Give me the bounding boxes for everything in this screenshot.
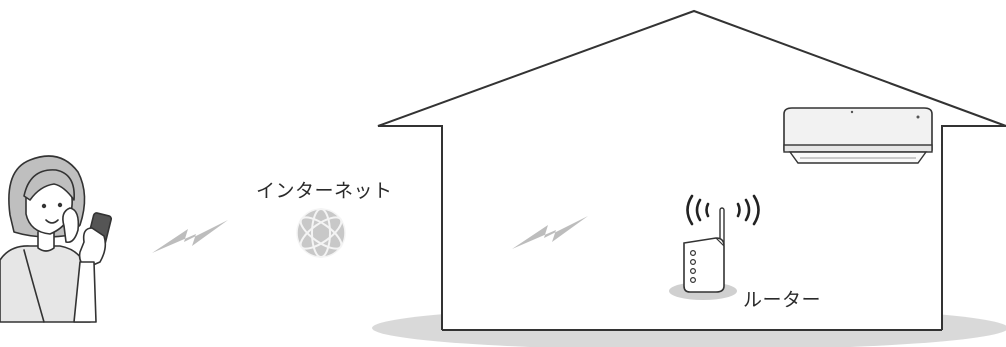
internet-label: インターネット: [256, 176, 393, 203]
router-label: ルーター: [743, 285, 821, 312]
air-conditioner-icon: [784, 108, 932, 163]
person-with-smartphone-icon: [0, 156, 112, 322]
globe-icon: [296, 209, 346, 257]
wireless-signal-icon: [152, 220, 228, 253]
